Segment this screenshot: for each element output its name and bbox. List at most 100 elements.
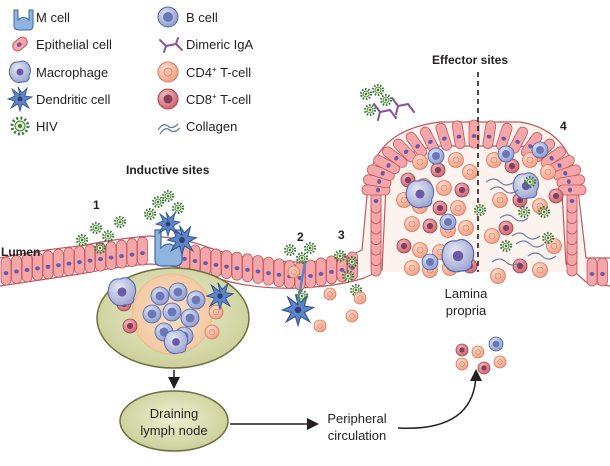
draining-label-line1: Draining [150, 406, 198, 421]
cd4-t-cell [546, 238, 562, 254]
epithelial-cell [63, 247, 75, 277]
lamina-label-line1: Lamina [445, 286, 488, 301]
epithelial-cell [126, 238, 138, 267]
hiv-particle [113, 215, 127, 229]
hiv-particle [341, 269, 355, 283]
cd4-t-cell [522, 152, 538, 168]
epithelial-cell [586, 257, 598, 287]
epithelial-cell [116, 239, 127, 269]
dendritic-cell-icon [6, 86, 34, 113]
inductive-sites-label: Inductive sites [126, 163, 210, 177]
legend-label-collagen: Collagen [186, 119, 237, 134]
collagen-fibers [485, 178, 557, 266]
epithelial-cell [597, 257, 608, 287]
epithelial-cell [0, 256, 12, 286]
cd8-t-cell [122, 318, 138, 334]
dimeric-iga-group [373, 97, 415, 121]
macrophage [163, 329, 188, 355]
hiv-particle [283, 243, 297, 257]
macrophage [107, 277, 137, 307]
draining-label-line2: lymph node [140, 423, 207, 438]
epithelial-cell [540, 146, 566, 168]
hiv-particle [499, 239, 513, 253]
epithelial-cell [231, 251, 243, 281]
cd4-t-cell [540, 164, 556, 180]
hiv-particle [75, 233, 89, 247]
step-1-label: 1 [93, 198, 100, 212]
dimeric-iga-icon [159, 37, 183, 53]
epithelial-cell [435, 122, 452, 151]
cd8-t-cell [477, 361, 491, 375]
epithelial-cell [42, 250, 54, 280]
cd4-t-cell [484, 228, 500, 244]
step-2-label: 2 [297, 230, 304, 244]
cd8-t-cell [548, 188, 564, 204]
epithelial-cell [305, 259, 316, 289]
epithelial-cell [382, 146, 408, 168]
cd4-t-cell [493, 355, 507, 369]
legend: M cell Epithelial cell Macrophage Dendri… [6, 6, 254, 136]
cd4-t-cell [404, 260, 420, 276]
epithelial-cell [21, 253, 33, 283]
legend-label-epithelial-cell: Epithelial cell [36, 37, 112, 52]
cd8-t-cell [432, 200, 448, 216]
epithelial-cell [242, 253, 253, 283]
lumen-label: Lumen [1, 245, 40, 259]
b-cell [150, 286, 170, 306]
cd4-t-cell [462, 164, 478, 180]
legend-label-b-cell: B cell [186, 10, 218, 25]
epithelial-cell [84, 244, 96, 273]
m-cell-icon [13, 9, 34, 31]
epithelial-cell [263, 256, 274, 286]
draining-lymph-node [119, 390, 229, 452]
cd4-t-cell [412, 154, 428, 170]
epithelial-cell [315, 257, 327, 287]
follicle-cells [107, 277, 235, 355]
dendritic-cell [166, 225, 198, 257]
hiv-particle [345, 255, 359, 269]
cd4-t-cell [471, 345, 485, 359]
hiv-particle [143, 207, 157, 221]
legend-label-m-cell: M cell [36, 10, 70, 25]
hiv-particle [295, 251, 309, 265]
epithelial-cell [451, 120, 466, 149]
macrophage [405, 179, 435, 209]
cd4-t-cell [404, 216, 420, 232]
legend-label-macrophage: Macrophage [36, 65, 108, 80]
collagen-icon [157, 123, 181, 135]
cd4-t-cell [450, 200, 466, 216]
cd4-t-cell [412, 242, 428, 258]
hiv-particle [161, 189, 175, 203]
epithelial-cell [221, 250, 232, 279]
b-cell [162, 302, 182, 322]
lamina-label-line2: propria [446, 303, 487, 318]
b-cell [439, 213, 457, 231]
dendritic-cell [280, 294, 316, 328]
hiv-particle [151, 195, 165, 209]
epithelial-cell [137, 236, 148, 266]
epithelial-cell [420, 126, 439, 154]
hiv-particle [517, 205, 531, 219]
hiv-particle [371, 83, 385, 97]
cd4-t-cell-icon [157, 61, 179, 83]
cd4-t-cell [448, 152, 464, 168]
epithelial-cell [11, 255, 22, 284]
peripheral-label-line1: Peripheral [327, 411, 386, 426]
hiv-particle [303, 241, 317, 255]
epithelial-cell [32, 251, 43, 281]
cd4-t-cell [436, 180, 452, 196]
epithelial-cell [468, 119, 480, 149]
legend-label-cd8-t-cell: CD8+ T-cell [186, 92, 251, 107]
b-cell [186, 290, 206, 310]
cd8-t-cell [430, 162, 446, 178]
epithelial-cell [252, 255, 264, 284]
hiv-particle [295, 289, 309, 303]
epithelial-cell [556, 174, 586, 189]
hiv-particle [473, 203, 487, 217]
lamina-propria-cells [396, 141, 564, 284]
hiv-particle [171, 201, 185, 215]
cd4-t-cell [492, 192, 508, 208]
hiv-particle [89, 221, 103, 235]
m-cell-icon [154, 229, 183, 267]
